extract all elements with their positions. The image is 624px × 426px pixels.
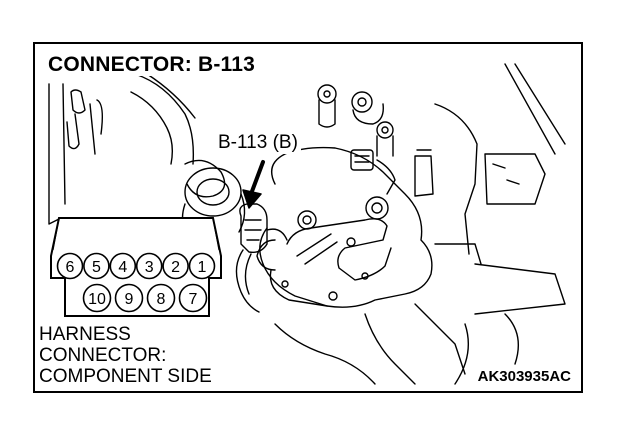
top-pin-4 xyxy=(109,252,137,280)
bottom-pin-8 xyxy=(146,283,176,313)
bottom-pin-label-8: 8 xyxy=(157,291,166,308)
bottom-pin-label-9: 9 xyxy=(125,291,134,308)
top-pin-1 xyxy=(188,252,216,280)
top-pin-3 xyxy=(135,252,163,280)
engine-illustration xyxy=(48,63,566,385)
bottom-pin-10 xyxy=(82,283,112,313)
top-pin-label-1: 1 xyxy=(198,259,207,276)
bottom-pin-7 xyxy=(178,283,208,313)
connector-caption: HARNESS CONNECTOR: COMPONENT SIDE xyxy=(39,324,215,387)
caption-line-component-side: COMPONENT SIDE xyxy=(39,366,215,387)
top-pin-label-2: 2 xyxy=(171,259,180,276)
top-pin-6 xyxy=(56,252,84,280)
bottom-pin-label-10: 10 xyxy=(88,291,106,308)
top-pin-5 xyxy=(83,252,110,280)
caption-line-connector: CONNECTOR: xyxy=(39,345,170,366)
figure-code: AK303935AC xyxy=(475,368,573,385)
bottom-pin-9 xyxy=(114,283,144,313)
top-pin-2 xyxy=(162,252,189,280)
bottom-pin-label-7: 7 xyxy=(189,291,198,308)
top-pin-label-3: 3 xyxy=(145,259,154,276)
top-pin-label-6: 6 xyxy=(66,259,75,276)
caption-line-harness: HARNESS xyxy=(39,324,134,345)
top-pin-label-5: 5 xyxy=(92,259,101,276)
connector-callout-label: B-113 (B) xyxy=(215,132,301,154)
connector-title: CONNECTOR: B-113 xyxy=(45,54,259,76)
top-pin-label-4: 4 xyxy=(118,259,127,276)
